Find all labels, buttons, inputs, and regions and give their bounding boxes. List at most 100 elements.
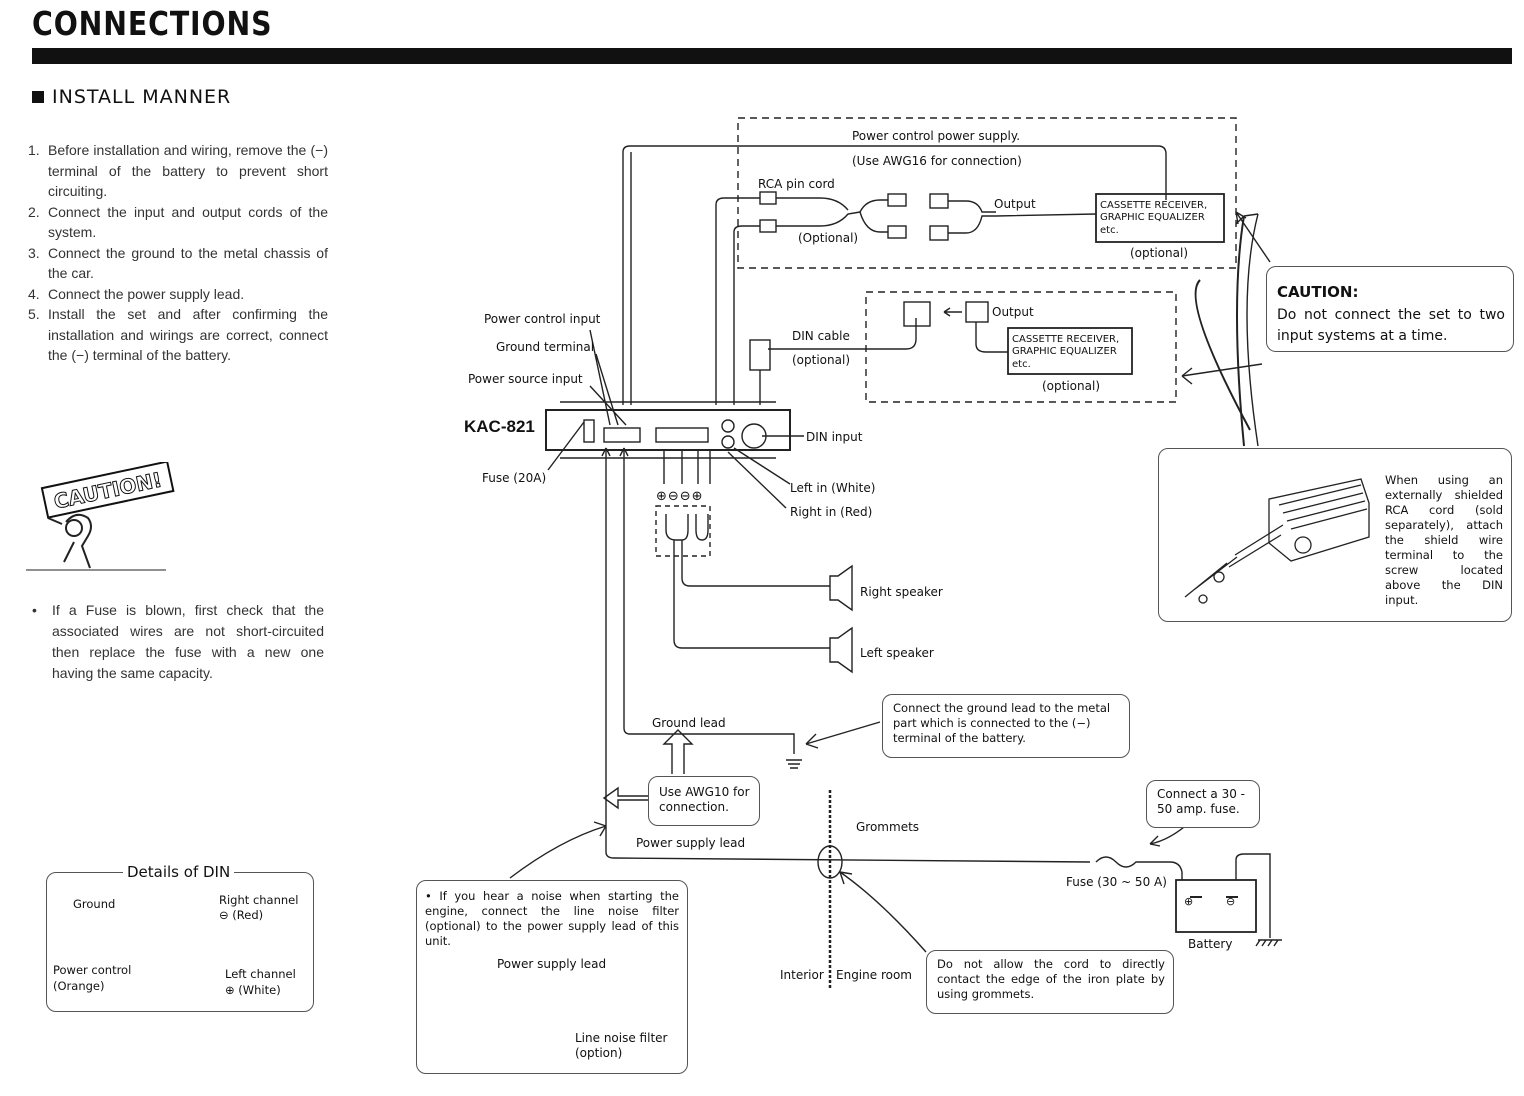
power-supply-lead-wire: [605, 490, 1091, 863]
grommet-callout-text: Do not allow the cord to directly contac…: [937, 957, 1165, 1001]
step-text: Connect the power supply lead.: [48, 285, 245, 302]
label-ground-terminal: Ground terminal: [496, 340, 594, 354]
step-item: 4. Connect the power supply lead.: [28, 284, 328, 305]
grommet-callout: Do not allow the cord to directly contac…: [926, 950, 1174, 1014]
label-right-in: Right in (Red): [790, 505, 872, 519]
din-plug-mid: [903, 301, 931, 327]
label-optional-din-cable: (optional): [792, 353, 850, 367]
din-plug-left: [749, 339, 771, 371]
shield-wire-callout: When using an externally shielded RCA co…: [1158, 448, 1512, 622]
step-number: 1.: [28, 142, 40, 158]
label-receiver-din-line2: GRAPHIC EQUALIZER: [1012, 346, 1117, 357]
install-steps: 1. Before installation and wiring, remove…: [28, 140, 328, 366]
shield-wire-callout-text: When using an externally shielded RCA co…: [1385, 473, 1503, 607]
label-power-supply-lead: Power supply lead: [636, 836, 745, 850]
label-right-speaker: Right speaker: [860, 585, 943, 599]
label-receiver-top-line2: GRAPHIC EQUALIZER: [1100, 212, 1205, 223]
fuse-note-text: If a Fuse is blown, first check that the…: [52, 602, 324, 681]
left-speaker-icon: [829, 626, 853, 674]
label-din-cable: DIN cable: [792, 329, 850, 343]
step-number: 4.: [28, 285, 40, 302]
din-receiver-group-box: [865, 291, 1177, 403]
fuse-amp-callout: Connect a 30 - 50 amp. fuse.: [1146, 780, 1260, 828]
label-left-in: Left in (White): [790, 481, 875, 495]
ground-metal-callout-text: Connect the ground lead to the metal par…: [893, 701, 1111, 745]
fuse-note: • If a Fuse is blown, first check that t…: [32, 600, 324, 684]
shielded-rca-illustration: [1184, 478, 1370, 604]
step-number: 2.: [28, 203, 40, 220]
din-ground-label: Ground: [73, 897, 116, 911]
din-power-color-label: (Orange): [53, 979, 105, 993]
speaker-terminal-block: [655, 427, 709, 443]
din-details-title: Details of DIN: [123, 863, 235, 881]
din-power-control-label: Power control: [53, 963, 132, 977]
rca-wire-lower: [733, 225, 760, 405]
din-left-color-label: ⊕ (White): [225, 983, 281, 997]
step-item: 3.Connect the ground to the metal chassi…: [28, 243, 328, 284]
label-optional-din: (optional): [1042, 379, 1100, 393]
label-output-top: Output: [994, 197, 1036, 211]
arrow-to-top-receiver: [1236, 215, 1245, 447]
label-battery: Battery: [1188, 937, 1232, 951]
noise-filter-callout-text: • If you hear a noise when starting the …: [425, 889, 679, 948]
label-left-speaker: Left speaker: [860, 646, 934, 660]
caution-callout-text: Do not connect the set to two input syst…: [1277, 307, 1505, 344]
label-power-source-input: Power source input: [468, 372, 583, 386]
din-details-box: Details of DIN Ground Right channel ⊖ (R…: [46, 863, 314, 1012]
label-ground-lead: Ground lead: [652, 716, 726, 730]
receiver-din-box: [1007, 327, 1133, 375]
step-text: Before installation and wiring, remove t…: [48, 142, 328, 199]
page-title: CONNECTIONS: [32, 4, 273, 43]
label-battery-plus: ⊕: [1184, 895, 1193, 908]
ground-lead-wire: [623, 490, 795, 754]
section-heading-text: INSTALL MANNER: [52, 86, 232, 108]
label-power-control-supply: Power control power supply.: [852, 129, 1020, 143]
label-optional-top: (optional): [1130, 246, 1188, 260]
label-fuse-30-50: Fuse (30 ~ 50 A): [1066, 875, 1167, 889]
power-control-wire: [622, 145, 1167, 405]
step-number: 5.: [28, 306, 40, 322]
label-polarity: ⊕⊖⊖⊕: [656, 489, 704, 504]
receiver-top-box: [1095, 193, 1225, 243]
label-battery-minus: ⊖: [1226, 895, 1235, 908]
section-square-icon: [32, 91, 44, 103]
power-terminal-block: [603, 427, 641, 443]
section-heading: INSTALL MANNER: [32, 86, 231, 108]
label-grommets: Grommets: [856, 820, 919, 834]
label-optional-rca: (Optional): [798, 231, 858, 245]
awg10-callout-text: Use AWG10 for connection.: [659, 785, 750, 814]
fuse-amp-callout-text: Connect a 30 - 50 amp. fuse.: [1157, 787, 1246, 816]
label-output-din: Output: [992, 305, 1034, 319]
din-right-color-label: ⊖ (Red): [219, 908, 264, 922]
awg10-callout: Use AWG10 for connection.: [648, 776, 760, 826]
din-cable-wire: [768, 318, 917, 350]
din-right-channel-label: Right channel: [219, 893, 299, 907]
amplifier-body: [545, 409, 791, 451]
label-use-awg16: (Use AWG16 for connection): [852, 154, 1022, 168]
noise-power-lead-label: Power supply lead: [497, 957, 607, 971]
din-plug-right: [965, 301, 989, 323]
step-text: Connect the ground to the metal chassis …: [48, 244, 328, 282]
grommet-icon: [817, 845, 843, 879]
step-text: Connect the input and output cords of th…: [48, 203, 328, 241]
label-model: KAC-821: [464, 417, 535, 436]
label-receiver-din-line3: etc.: [1012, 359, 1031, 370]
caution-callout: CAUTION: Do not connect the set to two i…: [1266, 266, 1514, 352]
din-left-channel-label: Left channel: [225, 967, 296, 981]
caution-callout-title: CAUTION:: [1277, 283, 1359, 301]
right-speaker-icon: [829, 564, 853, 612]
step-text: Install the set and after confirming the…: [48, 306, 328, 363]
caution-mascot-illustration: CAUTION!: [26, 462, 175, 571]
label-receiver-din-line1: CASSETTE RECEIVER,: [1012, 334, 1119, 345]
line-noise-filter-label: Line noise filter (option): [575, 1031, 668, 1060]
battery-icon: [1175, 879, 1257, 933]
label-fuse-20a: Fuse (20A): [482, 471, 546, 485]
noise-filter-callout: • If you hear a noise when starting the …: [416, 880, 688, 1074]
label-receiver-top-line1: CASSETTE RECEIVER,: [1100, 200, 1207, 211]
step-item: 2. Connect the input and output cords of …: [28, 202, 328, 243]
title-rule: [32, 48, 1512, 64]
step-item: 1. Before installation and wiring, remove…: [28, 140, 328, 202]
rca-wire-upper: [715, 197, 760, 405]
label-engine-room: Engine room: [836, 968, 912, 982]
step-item: 5. Install the set and after confirming t…: [28, 304, 328, 366]
